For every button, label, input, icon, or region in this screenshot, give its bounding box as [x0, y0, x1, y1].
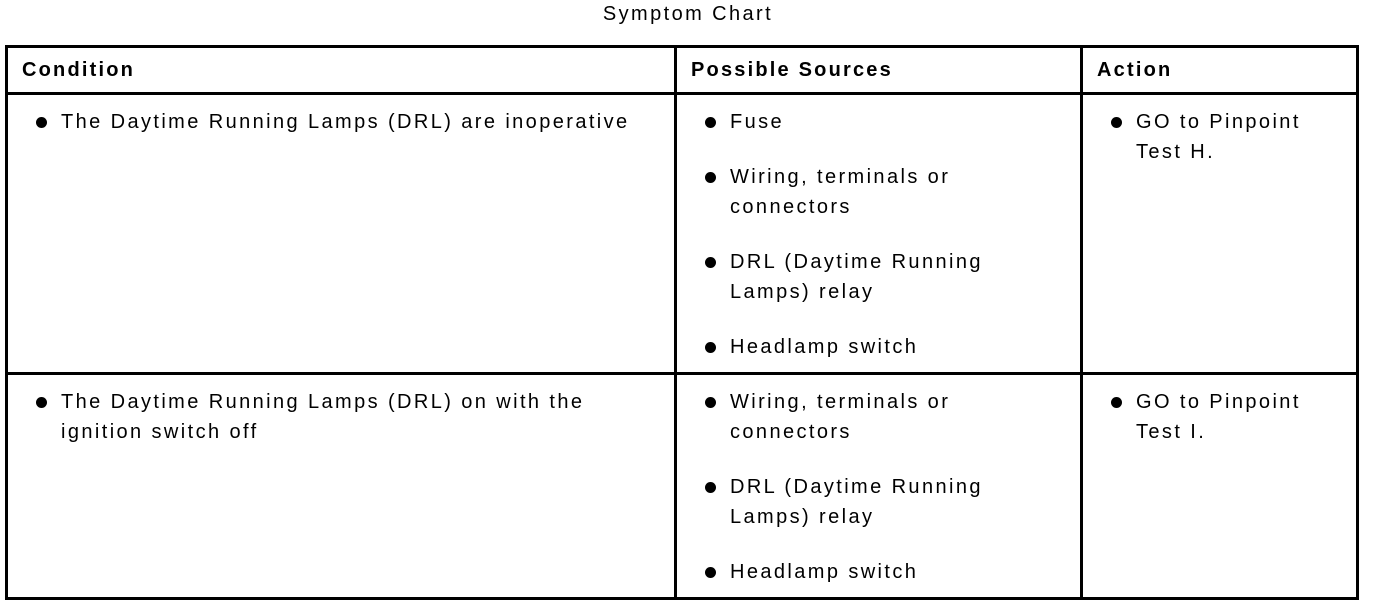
symptom-chart-table: Condition Possible Sources Action The Da…: [5, 45, 1359, 600]
source-text: DRL (Daytime Running Lamps) relay: [730, 476, 983, 528]
list-item: Headlamp switch: [705, 332, 1074, 362]
bullet-icon: [705, 342, 716, 353]
action-text: GO to Pinpoint Test H.: [1136, 111, 1301, 163]
list-item: Headlamp switch: [705, 557, 1074, 587]
list-item: DRL (Daytime Running Lamps) relay: [705, 472, 1074, 532]
table-header-row: Condition Possible Sources Action: [5, 45, 1359, 95]
source-text: DRL (Daytime Running Lamps) relay: [730, 251, 983, 303]
action-text: GO to Pinpoint Test I.: [1136, 391, 1301, 443]
column-header-action: Action: [1080, 45, 1359, 95]
list-item: DRL (Daytime Running Lamps) relay: [705, 247, 1074, 307]
bullet-icon: [1111, 397, 1122, 408]
table-row: The Daytime Running Lamps (DRL) on with …: [5, 372, 1359, 600]
bullet-icon: [1111, 117, 1122, 128]
source-text: Headlamp switch: [730, 336, 919, 358]
bullet-icon: [36, 397, 47, 408]
condition-cell: The Daytime Running Lamps (DRL) are inop…: [5, 92, 677, 375]
column-header-condition: Condition: [5, 45, 677, 95]
table-body: The Daytime Running Lamps (DRL) are inop…: [5, 92, 1359, 600]
action-cell: GO to Pinpoint Test I.: [1080, 372, 1359, 600]
table-row: The Daytime Running Lamps (DRL) are inop…: [5, 92, 1359, 375]
condition-text: The Daytime Running Lamps (DRL) on with …: [61, 391, 585, 443]
column-header-possible-sources: Possible Sources: [674, 45, 1083, 95]
condition-text: The Daytime Running Lamps (DRL) are inop…: [61, 111, 630, 133]
page-title: Symptom Chart: [602, 3, 774, 25]
source-text: Wiring, terminals or connectors: [730, 391, 951, 443]
bullet-icon: [705, 172, 716, 183]
condition-cell: The Daytime Running Lamps (DRL) on with …: [5, 372, 677, 600]
list-item: Wiring, terminals or connectors: [705, 387, 1074, 447]
bullet-icon: [36, 117, 47, 128]
bullet-icon: [705, 397, 716, 408]
source-text: Fuse: [730, 111, 785, 133]
source-text: Wiring, terminals or connectors: [730, 166, 951, 218]
source-text: Headlamp switch: [730, 561, 919, 583]
list-item: Fuse: [705, 107, 1074, 137]
list-item: Wiring, terminals or connectors: [705, 162, 1074, 222]
bullet-icon: [705, 567, 716, 578]
bullet-icon: [705, 257, 716, 268]
list-item: GO to Pinpoint Test H.: [1111, 107, 1350, 167]
list-item: The Daytime Running Lamps (DRL) are inop…: [36, 107, 668, 137]
list-item: GO to Pinpoint Test I.: [1111, 387, 1350, 447]
bullet-icon: [705, 117, 716, 128]
bullet-icon: [705, 482, 716, 493]
list-item: The Daytime Running Lamps (DRL) on with …: [36, 387, 668, 447]
action-cell: GO to Pinpoint Test H.: [1080, 92, 1359, 375]
